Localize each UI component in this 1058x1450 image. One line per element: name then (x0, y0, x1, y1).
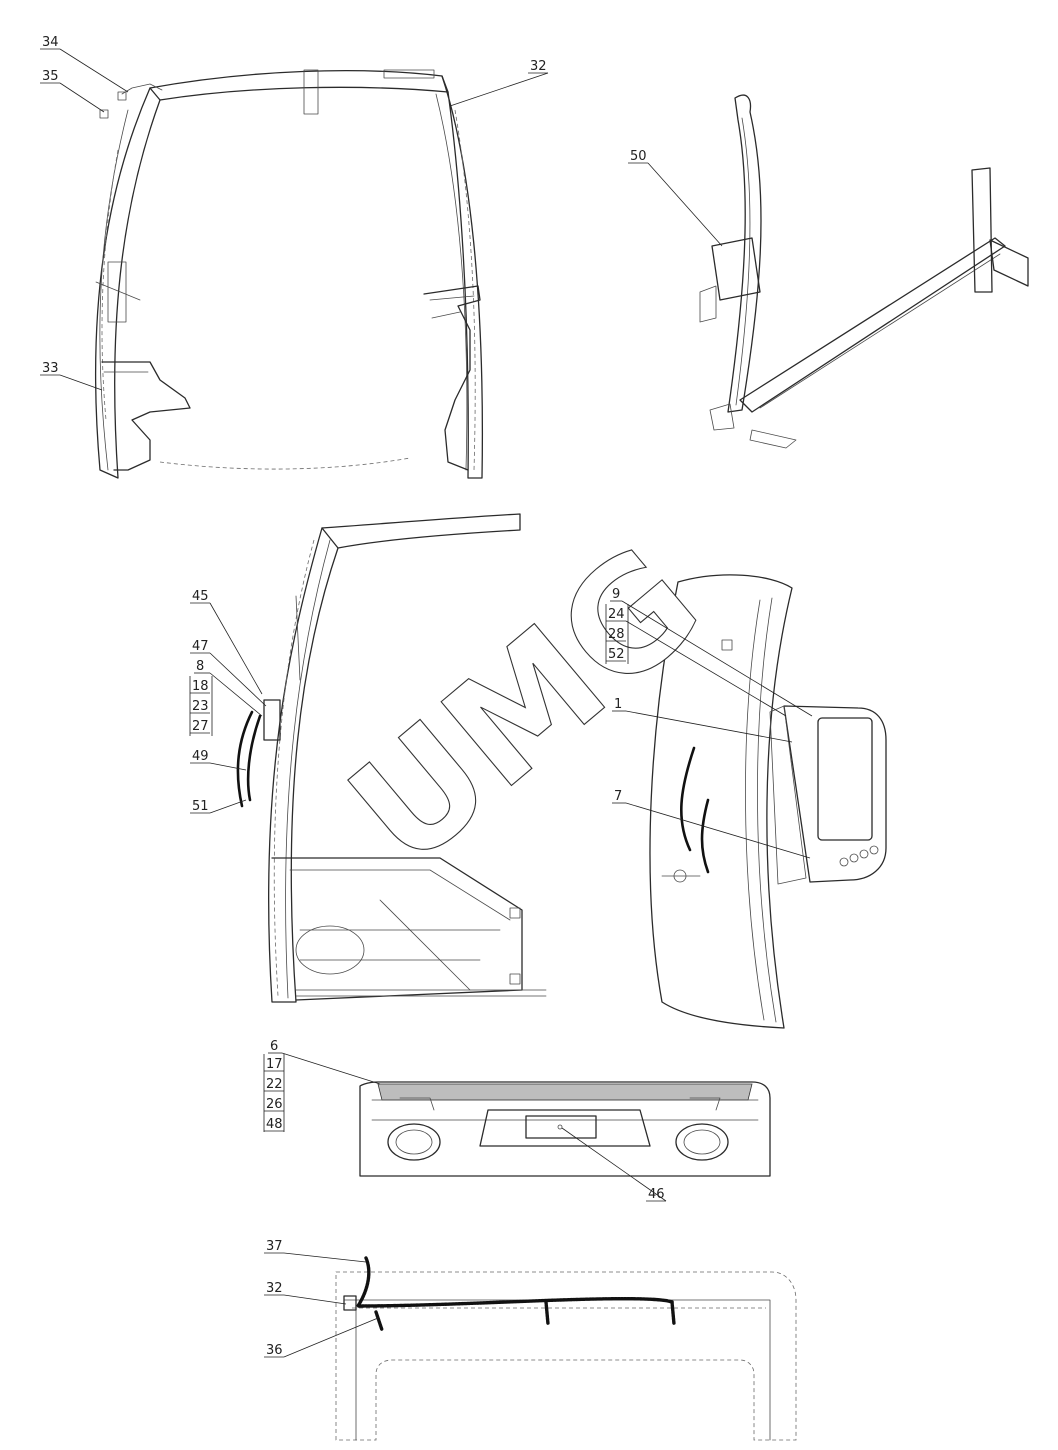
callout-leader-line (647, 162, 723, 247)
callout-number-mid-right: 24 (608, 607, 625, 622)
callout-leader-line (283, 1294, 347, 1305)
callout-leader-line (59, 82, 105, 113)
callout-number-mid-right: 9 (612, 587, 620, 602)
callout-leader-line (283, 1317, 379, 1358)
callout-number-console: 26 (266, 1097, 283, 1112)
callout-number-mid-left: 27 (192, 719, 209, 734)
callout-number-top-left: 34 (42, 35, 59, 50)
callout-number-console: 48 (266, 1117, 283, 1132)
watermark: UMG (318, 513, 733, 901)
callout-number-console: 22 (266, 1077, 283, 1092)
callout-leader-line (281, 1052, 381, 1085)
callout-leader-line (625, 802, 811, 859)
callout-number-top-left: 35 (42, 69, 59, 84)
view-pillar-detail (236, 513, 547, 1003)
callout-leader-line (625, 710, 793, 743)
callout-leader-line (561, 1127, 667, 1202)
callout-number-top-left: 33 (42, 361, 59, 376)
callout-stack-bracket (605, 604, 629, 664)
callout-number-roof: 32 (266, 1281, 283, 1296)
callout-number-mid-left: 23 (192, 699, 209, 714)
callout-number-mid-left: 18 (192, 679, 209, 694)
callout-stack-bracket (263, 1054, 285, 1132)
callout-number-roof: 37 (266, 1239, 283, 1254)
callout-number-console: 6 (270, 1039, 278, 1054)
callout-leader-line (283, 1252, 367, 1263)
callout-number-mid-left: 47 (192, 639, 209, 654)
callout-number-mid-right: 1 (614, 697, 622, 712)
callout-leader-line (625, 620, 787, 717)
view-console (359, 1081, 771, 1177)
view-monitor-detail (649, 574, 887, 1029)
callout-number-mid-left: 51 (192, 799, 209, 814)
callout-leader-line (209, 672, 263, 717)
callout-leader-line (209, 652, 267, 707)
callout-leader-line (59, 374, 103, 391)
view-pillar-beam (699, 94, 1029, 449)
view-cab-frame (94, 69, 484, 479)
callout-leader-line (59, 48, 129, 93)
callouts-layer: 3435323350454781823274951924285217617222… (40, 35, 813, 1358)
callout-leader-line (449, 72, 549, 107)
callout-stack-bracket (189, 676, 213, 736)
callout-number-mid-right: 28 (608, 627, 625, 642)
callout-leader-line (209, 602, 263, 695)
callout-number-mid-left: 45 (192, 589, 209, 604)
callout-number-top-right: 50 (630, 149, 647, 164)
callout-number-mid-left: 49 (192, 749, 209, 764)
callout-number-mid-right: 52 (608, 647, 625, 662)
callout-number-top-left: 32 (530, 59, 547, 74)
callout-leader-line (209, 762, 247, 771)
watermark-text: UMG (319, 514, 733, 901)
callout-number-mid-left: 8 (196, 659, 204, 674)
callout-number-roof: 36 (266, 1343, 283, 1358)
view-roof-harness (335, 1256, 797, 1441)
callout-number-mid-right: 7 (614, 789, 622, 804)
callout-leader-line (621, 600, 813, 717)
callout-number-console: 17 (266, 1057, 283, 1072)
callout-leader-line (209, 799, 247, 814)
